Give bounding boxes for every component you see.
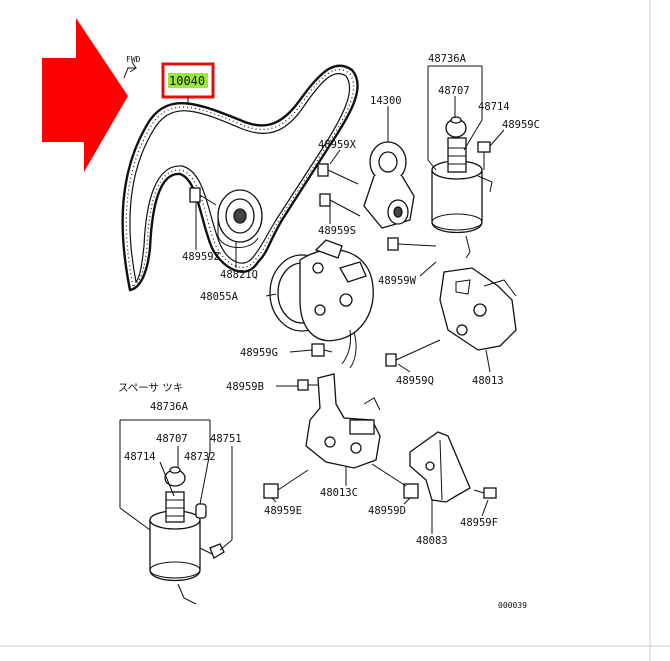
label-48736A-lower[interactable]: 48736A: [150, 401, 189, 413]
fwd-label: FWD: [126, 55, 141, 64]
label-48959B[interactable]: 48959B: [226, 381, 264, 393]
label-14300[interactable]: 14300: [370, 95, 402, 107]
label-48959Z[interactable]: 48959Z: [182, 251, 220, 263]
pointer-arrow: [42, 18, 128, 172]
label-48055A[interactable]: 48055A: [200, 291, 239, 303]
label-48959D[interactable]: 48959D: [368, 505, 406, 517]
label-48736A-upper[interactable]: 48736A: [428, 53, 467, 65]
power-steering-pump[interactable]: [269, 239, 374, 369]
label-48083[interactable]: 48083: [416, 535, 448, 547]
bolt-48959F[interactable]: [473, 487, 497, 499]
idler-pulley[interactable]: [217, 189, 263, 248]
bolt-48959W[interactable]: [387, 237, 437, 251]
label-48959C[interactable]: 48959C: [502, 119, 540, 131]
label-48714-upper[interactable]: 48714: [478, 101, 510, 113]
bolt-48959B[interactable]: [297, 379, 318, 391]
footer-code: 000039: [498, 601, 527, 610]
drive-belt: [121, 64, 359, 292]
clip-48751[interactable]: [209, 543, 225, 559]
bolt-48959G[interactable]: [311, 343, 333, 357]
label-48714-lower[interactable]: 48714: [124, 451, 156, 463]
label-48959S[interactable]: 48959S: [318, 225, 356, 237]
bolt-48959C[interactable]: [477, 141, 491, 170]
reservoir-upper[interactable]: [431, 116, 493, 259]
bolt-48959Q[interactable]: [385, 339, 441, 367]
label-48707-upper[interactable]: 48707: [438, 85, 470, 97]
bracket-48013[interactable]: [439, 267, 517, 351]
belt-tensioner[interactable]: [363, 141, 415, 229]
label-48959Q[interactable]: 48959Q: [396, 375, 434, 387]
label-48821Q[interactable]: 48821Q: [220, 269, 258, 281]
part-labels: 48736A 48707 48714 48959C 14300 48959X 4…: [118, 53, 540, 610]
label-48732[interactable]: 48732: [184, 451, 216, 463]
fwd-arrow-icon: [123, 61, 137, 79]
label-48707-lower[interactable]: 48707: [156, 433, 188, 445]
highlight-fill: [168, 73, 208, 88]
label-48013[interactable]: 48013: [472, 375, 504, 387]
leader-lines: [119, 65, 505, 551]
label-48751[interactable]: 48751: [210, 433, 242, 445]
label-48959W[interactable]: 48959W: [378, 275, 417, 287]
label-48959G[interactable]: 48959G: [240, 347, 278, 359]
bracket-48083[interactable]: [409, 431, 471, 503]
cap-48732[interactable]: [195, 503, 207, 519]
belt-part-number[interactable]: 10040: [169, 74, 205, 88]
label-48013C[interactable]: 48013C: [320, 487, 358, 499]
bolt-48959E[interactable]: [263, 469, 309, 499]
spacer-note: スペーサ ツキ: [118, 382, 183, 394]
label-48959E[interactable]: 48959E: [264, 505, 302, 517]
bolt-48959S[interactable]: [319, 193, 361, 217]
label-48959X[interactable]: 48959X: [318, 139, 357, 151]
reservoir-lower[interactable]: [149, 466, 213, 605]
bolt-48959D[interactable]: [371, 463, 419, 499]
bolt-48959X[interactable]: [317, 163, 359, 185]
label-48959F[interactable]: 48959F: [460, 517, 498, 529]
bracket-48013C[interactable]: [305, 373, 381, 469]
bolt-48959Z[interactable]: [189, 187, 217, 206]
